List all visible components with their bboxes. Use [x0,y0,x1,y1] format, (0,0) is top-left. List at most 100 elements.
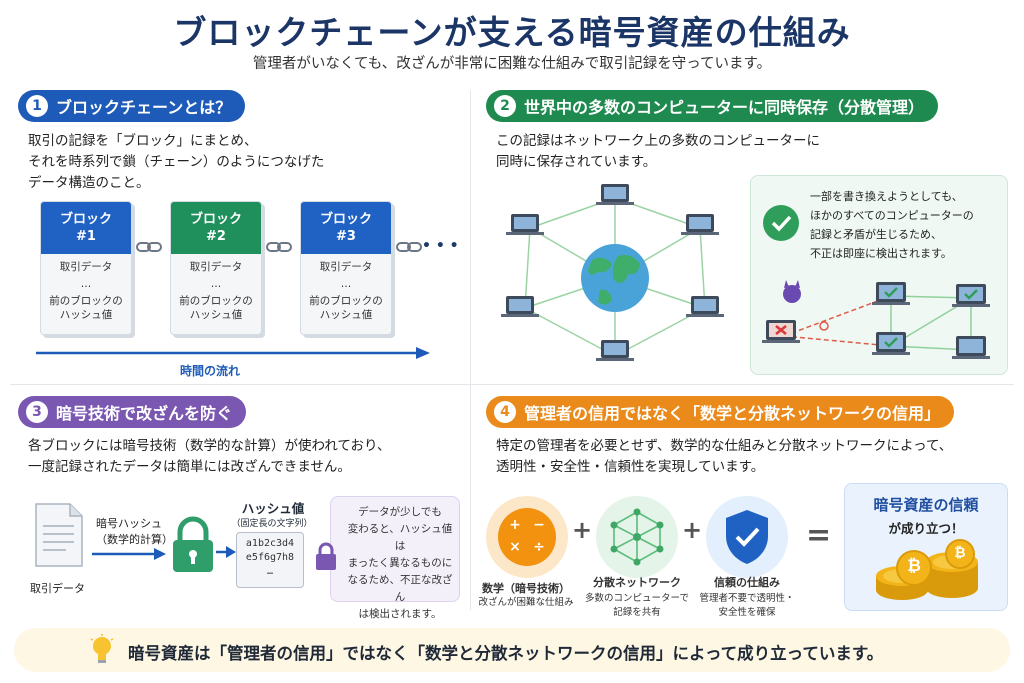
divide-symbol: ÷ [533,539,545,555]
plus-sign: + [572,516,593,544]
math-icon: + − × ÷ [498,508,556,566]
laptop-icon [686,296,724,317]
footer-text: 暗号資産は「管理者の信用」ではなく「数学と分散ネットワークの信用」によって成り立… [128,644,884,663]
block-dots: … [340,278,352,290]
section3-header: 3 暗号技術で改ざんを防ぐ [18,396,247,428]
tamper-warning-text: データが少しでも 変わると、ハッシュ値は まったく異なるものに なるため、不正な… [344,504,456,623]
section1-desc-line: 取引の記録を「ブロック」にまとめ、 [28,133,258,149]
block-dots: … [210,278,222,290]
arrow-right-icon [216,546,236,558]
section1-header: 1 ブロックチェーンとは？ [18,90,246,122]
network-icon [610,508,664,566]
block-dots: … [80,278,92,290]
section3-title: 暗号技術で改ざんを防ぐ [56,404,233,423]
small-padlock-icon [316,542,336,570]
section4-desc-line: 特定の管理者を必要とせず、数学的な仕組みと分散ネットワークによって、 [496,438,953,454]
section1-title: ブロックチェーンとは？ [56,98,232,117]
laptop-check-icon [872,332,910,355]
trust-subtitle-line2: 安全性を確保 [718,607,776,618]
equals-sign: = [806,518,832,553]
section1-desc-line: それを時系列で鎖（チェーン）のようにつなげた [28,154,325,170]
hash-line: a1b2c3d4 [245,538,295,549]
section4-header: 4 管理者の信用ではなく「数学と分散ネットワークの信用」 [486,396,955,428]
warn-line: は検出されます。 [358,608,442,620]
block-name: ブロック [189,212,242,227]
block-body: 取引データ … 前のブロックの ハッシュ値 [41,254,131,322]
tamper-note-line: ほかのすべてのコンピューターの [810,209,974,222]
lightbulb-icon [90,634,114,663]
bitcoin-symbol: ₿ [954,545,966,561]
warn-line: データが少しでも [358,506,442,518]
block-number: #3 [336,229,356,244]
trust-title: 信頼の仕組み [714,576,780,589]
block-3: ブロック #3 取引データ … 前のブロックの ハッシュ値 [300,201,392,335]
tamper-network-diagram [762,280,990,359]
laptop-check-icon [952,284,990,307]
warn-line: 変わると、ハッシュ値は [347,523,453,552]
arrow-right-icon [92,548,166,560]
laptop-icon [952,336,990,359]
block-prev-label: 前のブロックの [49,295,123,307]
laptop-icon [501,296,539,317]
math-symbols: + − × ÷ [506,514,548,558]
hash-function-name: 暗号ハッシュ [96,517,162,530]
block-2: ブロック #2 取引データ … 前のブロックの ハッシュ値 [170,201,262,335]
times-symbol: × [509,539,521,555]
tamper-detection-text: 一部を書き換えようとしても、 ほかのすべてのコンピューターの 記録と矛盾が生じる… [810,187,974,263]
laptop-icon [681,214,719,235]
laptop-x-icon [762,320,800,343]
block-1: ブロック #1 取引データ … 前のブロックの ハッシュ値 [40,201,132,335]
tamper-note-line: 記録と矛盾が生じるため、 [810,228,942,241]
network-title: 分散ネットワーク [593,576,681,589]
laptop-icon [506,214,544,235]
block-prev-label: 前のブロックの [179,295,253,307]
globe-icon [581,244,649,312]
section2-desc-line: 同時に保存されています。 [496,154,657,170]
block-data-label: 取引データ [59,261,113,273]
more-blocks-ellipsis: • • • [422,238,459,254]
hash-function-note: （数学的計算） [96,533,173,546]
document-icon [35,503,83,567]
coins-icon [876,539,978,600]
padlock-icon [173,516,213,572]
check-circle-icon [763,205,799,241]
block-number: #2 [206,229,226,244]
section2-description: この記録はネットワーク上の多数のコンピューターに 同時に保存されています。 [496,131,820,173]
block-data-label: 取引データ [189,261,243,273]
chain-link-icon [136,242,162,252]
hash-value-box: a1b2c3d4 e5f6g7h8 … [236,532,304,588]
section1-description: 取引の記録を「ブロック」にまとめ、 それを時系列で鎖（チェーン）のようにつなげた… [28,131,324,194]
laptop-check-icon [872,282,910,305]
block-name: ブロック [319,212,372,227]
block-header: ブロック #1 [41,202,131,254]
block-header: ブロック #3 [301,202,391,254]
hash-value-subtitle: （固定長の文字列） [231,519,313,529]
section4-description: 特定の管理者を必要とせず、数学的な仕組みと分散ネットワークによって、 透明性・安… [496,436,952,478]
block-body: 取引データ … 前のブロックの ハッシュ値 [171,254,261,322]
transaction-data-label: 取引データ [30,582,85,595]
hash-line: e5f6g7h8 [245,552,295,563]
plus-symbol: + [509,517,521,533]
math-title: 数学（暗号技術） [482,582,570,595]
plus-sign: + [682,516,703,544]
block-hash-label: ハッシュ値 [189,309,243,321]
horizontal-divider [10,384,1014,385]
page-title: ブロックチェーンが支える暗号資産の仕組み [173,13,851,52]
block-header: ブロック #2 [171,202,261,254]
section2-desc-line: この記録はネットワーク上の多数のコンピューターに [496,133,820,149]
math-subtitle: 改ざんが困難な仕組み [478,597,574,608]
block-number: #1 [76,229,96,244]
block-data-label: 取引データ [319,261,373,273]
chain-link-icon [396,242,422,252]
time-arrow-icon [36,347,430,359]
section2-title: 世界中の多数のコンピューターに同時保存（分散管理） [524,98,925,117]
tamper-note-line: 不正は即座に検出されます。 [810,247,952,260]
block-name: ブロック [59,212,112,227]
devil-icon [783,280,801,303]
trust-subtitle-line1: 管理者不要で透明性・ [699,593,795,604]
laptop-icon [596,184,634,205]
hash-line: … [266,566,274,577]
section1-desc-line: データ構造のこと。 [28,175,150,191]
section4-desc-line: 透明性・安全性・信頼性を実現しています。 [496,459,765,475]
tamper-note-line: 一部を書き換えようとしても、 [810,190,963,203]
